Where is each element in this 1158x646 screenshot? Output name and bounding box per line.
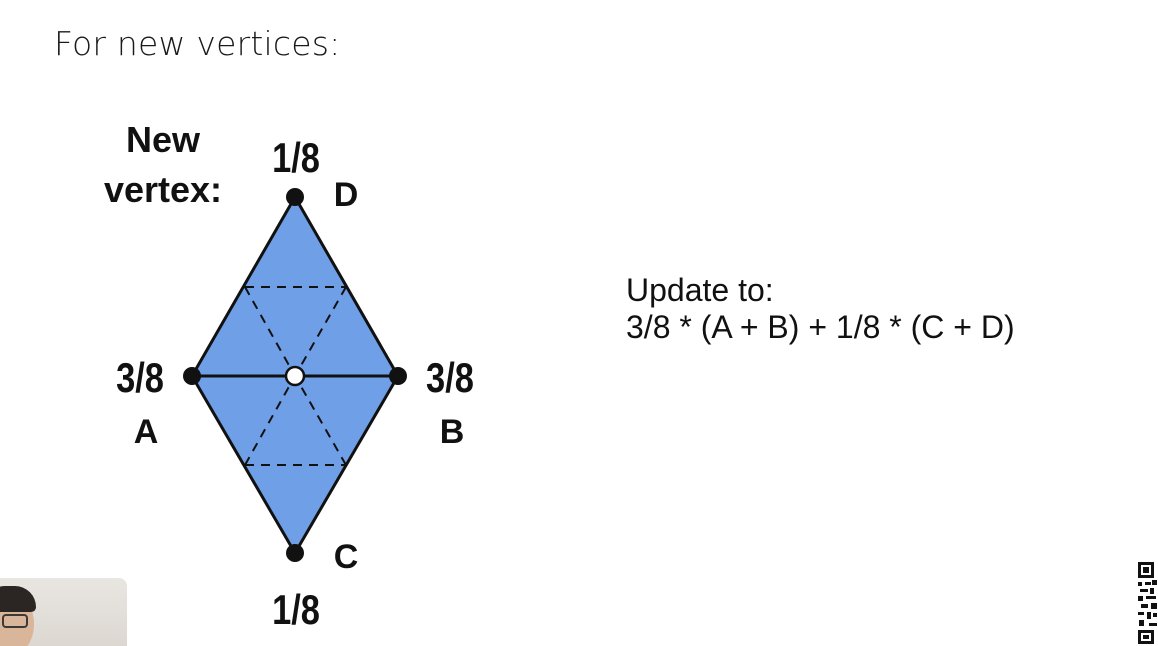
vertex-b-label: B <box>440 413 465 451</box>
presenter-glasses <box>2 614 28 628</box>
vertex-c-weight: 1/8 <box>272 587 320 634</box>
vertex-b-weight: 3/8 <box>426 355 474 402</box>
vertex-a-label: A <box>134 413 159 451</box>
new-vertex-heading-line1: New <box>126 119 201 160</box>
vertex-d-label: D <box>334 176 359 214</box>
update-rule: Update to: 3/8 * (A + B) + 1/8 * (C + D) <box>626 272 1015 346</box>
vertex-d-weight: 1/8 <box>272 135 320 182</box>
new-vertex-dot <box>284 365 306 387</box>
vertex-a-dot <box>183 367 201 385</box>
vertex-c-label: C <box>334 538 359 576</box>
new-vertex-heading-line2: vertex: <box>104 169 222 210</box>
vertex-b-dot <box>389 367 407 385</box>
slide-title: For new vertices: <box>54 24 341 63</box>
update-rule-heading: Update to: <box>626 272 774 308</box>
vertex-d-dot <box>286 188 304 206</box>
presenter-hair <box>0 586 36 612</box>
update-rule-formula: 3/8 * (A + B) + 1/8 * (C + D) <box>626 309 1015 345</box>
vertex-a-weight: 3/8 <box>116 355 164 402</box>
webcam-thumbnail <box>0 578 127 646</box>
dashed-subdivision-lines <box>244 286 347 466</box>
qr-code-icon <box>1137 560 1158 646</box>
vertex-c-dot <box>286 544 304 562</box>
